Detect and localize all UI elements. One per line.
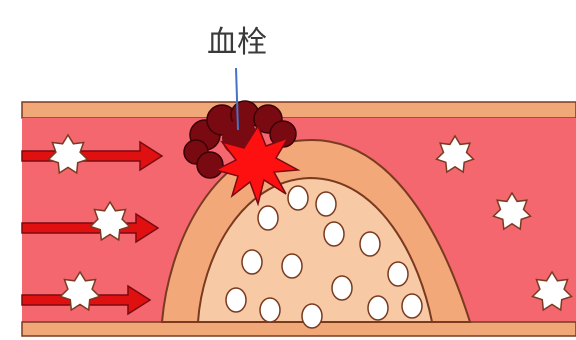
lipid-droplet-icon <box>402 294 422 318</box>
lipid-droplet-icon <box>288 186 308 210</box>
vessel-wall-bottom <box>22 322 576 336</box>
lipid-droplet-icon <box>324 222 344 246</box>
lipid-droplet-icon <box>226 288 246 312</box>
vessel-wall-top <box>22 102 576 118</box>
lipid-droplet-icon <box>332 276 352 300</box>
lipid-droplet-icon <box>258 206 278 230</box>
lipid-droplet-icon <box>368 296 388 320</box>
lipid-droplet-icon <box>316 192 336 216</box>
lipid-droplet-icon <box>388 262 408 286</box>
thrombus-label: 血栓 <box>207 25 267 60</box>
lipid-droplet-icon <box>242 250 262 274</box>
lipid-droplet-icon <box>260 298 280 322</box>
lipid-droplet-icon <box>302 304 322 328</box>
lipid-droplet-icon <box>282 254 302 278</box>
lipid-droplet-icon <box>360 232 380 256</box>
